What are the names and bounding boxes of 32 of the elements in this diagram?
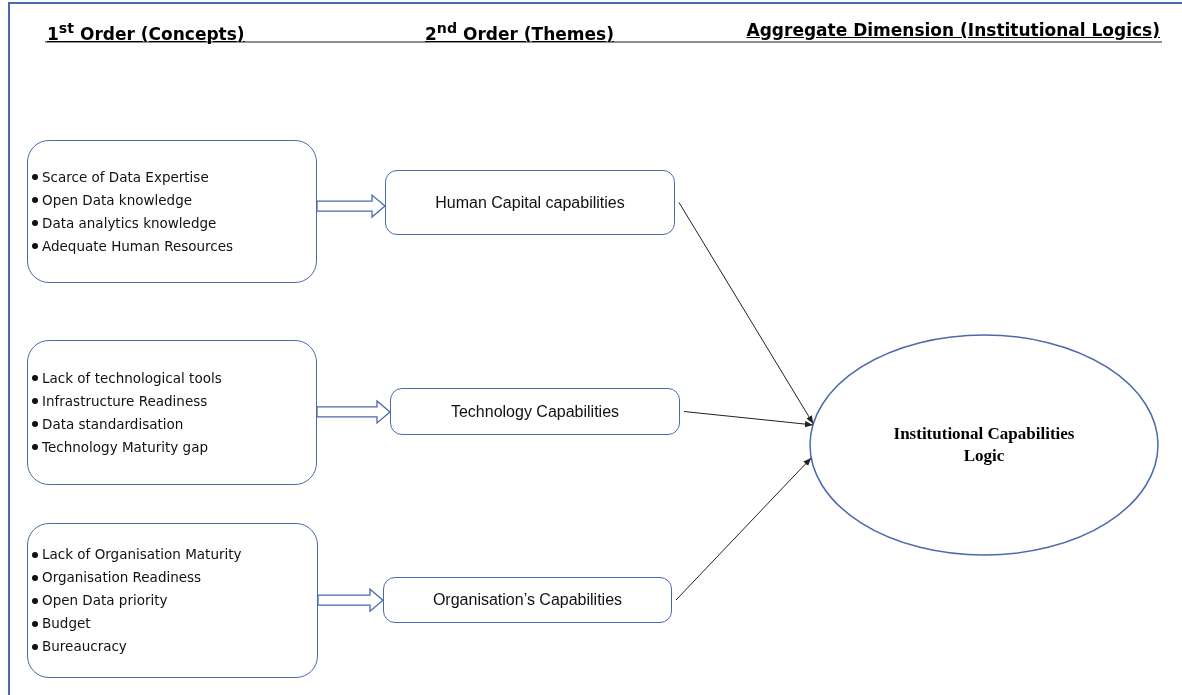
node-label: Human Capital capabilities <box>435 193 625 212</box>
node-label: Institutional Capabilities Logic <box>892 423 1076 467</box>
node-label: Technology Capabilities <box>450 402 620 421</box>
node-label: Organisation’s Capabilities <box>432 591 623 609</box>
arrow <box>675 457 812 601</box>
bullet-item: Lack of Organisation Maturity <box>42 545 242 564</box>
bullet-item: Infrastructure Readiness <box>42 391 208 411</box>
bullet-item: Open Data priority <box>42 591 168 610</box>
bullet-item: Technology Maturity gap <box>42 437 208 457</box>
theme-box <box>385 170 675 235</box>
bullet-item: Adequate Human Resources <box>42 236 234 256</box>
bullet-item: Data standardisation <box>42 414 184 434</box>
theme-box <box>383 577 672 623</box>
theme-box <box>390 388 680 435</box>
concept-box <box>27 523 318 678</box>
bullet-item: Data analytics knowledge <box>42 213 217 233</box>
bullet-item: Budget <box>42 614 91 633</box>
bullet-item: Organisation Readiness <box>42 568 202 587</box>
block-arrow <box>317 587 384 613</box>
arrow <box>683 411 814 428</box>
bullet-item: Open Data knowledge <box>42 190 193 210</box>
bullet-item: Lack of technological tools <box>42 368 222 388</box>
column-heading: Aggregate Dimension (Institutional Logics) <box>746 20 1160 40</box>
bullet-item: Bureaucracy <box>42 637 127 656</box>
column-heading: 2$^{nd}$ Order (Themes) <box>425 20 614 44</box>
block-arrow <box>316 193 386 219</box>
column-heading: 1$^{st}$ Order (Concepts) <box>47 20 245 44</box>
block-arrow <box>316 399 391 425</box>
concept-box <box>27 340 317 485</box>
arrow <box>678 202 814 425</box>
bullet-item: Scarce of Data Expertise <box>42 167 209 187</box>
concept-box <box>27 140 317 283</box>
